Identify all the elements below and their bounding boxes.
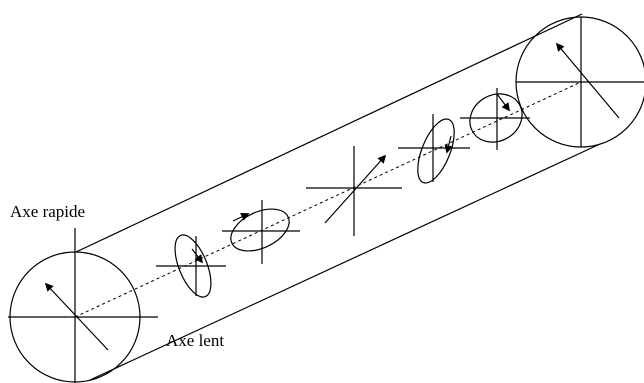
- rotation-arrow-5: [496, 93, 511, 112]
- polarization-state-2: [222, 200, 300, 264]
- left-polarization-vector: [44, 282, 109, 351]
- rotation-arrow-2: [232, 213, 250, 222]
- linear-polarization-vector: [324, 154, 387, 224]
- polarization-state-1: [156, 234, 226, 298]
- right-polarization-vector: [555, 42, 620, 119]
- left-end-circle: [8, 228, 158, 383]
- polarization-state-3: [306, 146, 402, 236]
- cylinder-top-edge: [75, 13, 583, 253]
- cylinder-bottom-edge: [89, 143, 601, 381]
- rotation-arrow-4: [444, 135, 453, 154]
- right-end-circle: [515, 16, 644, 148]
- rotation-arrow-1: [191, 248, 204, 264]
- ellipse-5: [469, 93, 523, 143]
- polarization-state-5: [460, 88, 530, 150]
- cylinder-outline: [75, 13, 601, 381]
- propagation-axis-dashed: [74, 81, 582, 318]
- fast-axis-label: Axe rapide: [10, 202, 86, 221]
- slow-axis-label: Axe lent: [166, 331, 225, 350]
- ellipse-2: [230, 208, 290, 252]
- ellipse-4: [417, 118, 455, 184]
- ellipse-1: [174, 234, 212, 298]
- polarization-state-4: [398, 114, 470, 184]
